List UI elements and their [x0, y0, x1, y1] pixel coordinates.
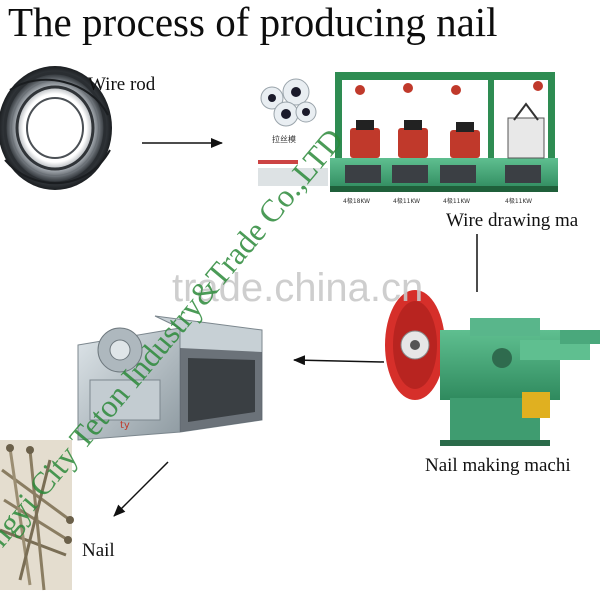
nail-making-machine-image: [385, 290, 600, 446]
motor-label-1: 4极18KW: [343, 197, 370, 205]
motor-label-4: 4极11KW: [505, 197, 532, 205]
step-label-nail: Nail: [82, 540, 115, 561]
step-label-nail-making-machine: Nail making machi: [425, 455, 571, 476]
brand-mark: ty: [120, 420, 130, 431]
die-caption: 拉丝模: [272, 134, 296, 144]
drawing-dies-image: [260, 78, 317, 127]
nail-polishing-machine-image: ty: [77, 315, 263, 441]
page-title: The process of producing nail: [8, 0, 498, 45]
wire-drawing-machine-image: [258, 72, 558, 192]
motor-label-3: 4极11KW: [443, 197, 470, 205]
arrow-to-polishing-machine: [293, 355, 385, 366]
motor-label-2: 4极11KW: [393, 197, 420, 205]
nail-image: [0, 440, 74, 591]
die-caption-underline: [258, 160, 298, 164]
wire-rod-coil-image: [0, 66, 112, 190]
step-label-wire-drawing-machine: Wire drawing ma: [446, 210, 579, 231]
arrow-to-nail: [113, 461, 169, 517]
step-label-wire-rod: Wire rod: [88, 74, 156, 95]
site-watermark: trade.china.cn: [172, 266, 424, 310]
